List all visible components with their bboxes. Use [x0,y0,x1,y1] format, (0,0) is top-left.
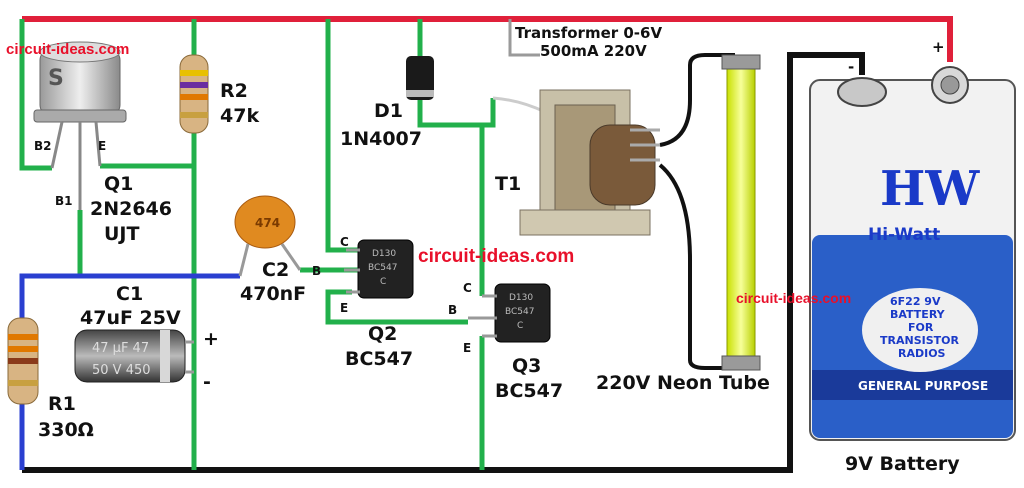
c1-plus: + [203,328,219,350]
q2-pin-e: E [340,301,348,315]
battery-brand: Hi-Watt [868,225,940,245]
q2-transistor [344,239,414,299]
q3-ref: Q3 [512,355,541,377]
c1-value: 47uF 25V [80,307,181,329]
r2-value: 47k [220,105,259,127]
battery-logo: HW [880,161,980,217]
wire-t1-collector [492,96,546,114]
q2-pin-c: C [340,235,349,249]
wire-d1-bottom [417,98,496,128]
q1-ujt: S [33,41,127,210]
svg-text:S: S [48,66,64,91]
r1-ref: R1 [48,393,76,415]
q1-part: 2N2646 [90,198,172,220]
q1-pin-b2: B2 [34,139,52,153]
q2-marking-1: D130 [372,249,396,259]
negative-rail [22,52,865,473]
battery-spec-5: RADIOS [898,347,946,360]
d1-diode [406,56,434,100]
q3-pin-e: E [463,341,471,355]
q2-ref: Q2 [368,323,397,345]
q1-type: UJT [104,223,139,245]
c2-ref: C2 [262,259,289,281]
q2-marking-3: C [380,277,386,287]
q2-pin-b: B [312,264,321,278]
wire-t1-neon-top [659,53,735,147]
q1-pin-e: E [98,139,106,153]
c1-marking-1: 47 µF 47 [92,341,149,356]
watermark-center: circuit-ideas.com [418,246,574,267]
q2-marking-2: BC547 [368,263,397,273]
d1-ref: D1 [374,100,403,122]
battery-band: GENERAL PURPOSE [858,379,988,393]
q1-pin-b1: B1 [55,194,73,208]
watermark-top-left: circuit-ideas.com [6,41,129,58]
transformer-rating: 500mA 220V [540,42,647,60]
r1-value: 330Ω [38,419,94,441]
r2-resistor [179,54,209,134]
c2-value: 470nF [240,283,306,305]
transformer-ref: T1 [495,173,521,195]
c1-ref: C1 [116,283,143,305]
d1-part: 1N4007 [340,128,422,150]
c1-capacitor [74,329,194,383]
neon-label: 220V Neon Tube [596,372,770,394]
q3-pin-b: B [448,303,457,317]
wire-t1-rail [508,19,540,57]
c2-capacitor [234,195,302,277]
q3-part: BC547 [495,380,563,402]
r1-resistor [7,317,39,405]
q3-transistor [468,283,551,343]
q3-marking-2: BC547 [505,307,534,317]
battery-spec-3: FOR [908,321,934,334]
t1-transformer [519,89,660,236]
wire-r2-emitter [100,130,197,169]
q3-marking-1: D130 [509,293,533,303]
wires [19,16,953,473]
battery [809,66,1016,441]
wire-t1-neon-bottom [658,163,735,370]
wire-b2 [19,19,52,171]
labels: circuit-ideas.com circuit-ideas.com circ… [6,24,988,475]
battery-spec-1: 6F22 9V [890,295,941,308]
r2-ref: R2 [220,80,248,102]
transformer-title: Transformer 0-6V [515,24,662,42]
battery-term-minus: - [848,58,854,76]
q2-part: BC547 [345,348,413,370]
battery-term-plus: + [932,38,945,56]
wire-q2e-q3b [325,289,468,325]
c2-marking: 474 [255,216,280,230]
battery-spec-4: TRANSISTOR [880,334,959,347]
c1-marking-2: 50 V 450 [92,363,151,378]
positive-rail [22,16,953,62]
q3-pin-c: C [463,281,472,295]
neon-tube [721,54,761,371]
q1-ref: Q1 [104,173,133,195]
battery-label: 9V Battery [845,453,960,475]
q3-marking-3: C [517,321,523,331]
c1-minus: - [203,371,211,393]
wire-b1-blue [19,273,240,320]
battery-spec-2: BATTERY [890,308,946,321]
watermark-right: circuit-ideas.com [736,290,851,306]
